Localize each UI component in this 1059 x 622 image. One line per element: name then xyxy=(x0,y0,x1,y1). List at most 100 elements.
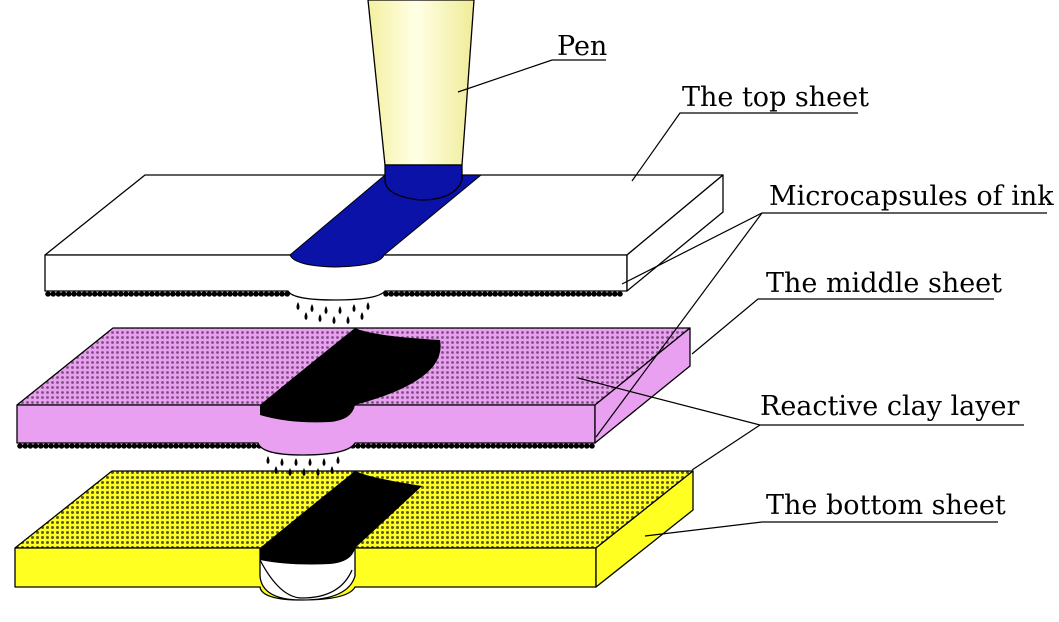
microcapsule xyxy=(578,443,585,449)
microcapsule xyxy=(461,291,467,297)
microcapsule xyxy=(84,443,91,449)
microcapsule xyxy=(149,291,155,297)
microcapsule xyxy=(196,291,202,297)
microcapsule xyxy=(454,443,460,449)
microcapsule xyxy=(459,443,465,449)
microcapsule xyxy=(128,291,134,297)
microcapsule xyxy=(237,291,244,297)
microcapsule xyxy=(565,291,571,297)
microcapsule xyxy=(48,443,54,449)
microcapsule xyxy=(100,443,106,449)
microcapsule xyxy=(466,291,473,297)
microcapsule xyxy=(268,291,275,297)
microcapsule xyxy=(365,443,372,449)
microcapsule xyxy=(511,443,517,449)
microcapsule xyxy=(204,443,210,449)
microcapsule xyxy=(433,443,439,449)
microcapsule xyxy=(43,443,49,449)
microcapsule xyxy=(214,443,221,449)
microcapsule xyxy=(490,443,497,449)
microcapsule xyxy=(430,291,436,297)
microcapsule xyxy=(116,443,122,449)
microcapsule xyxy=(154,291,160,297)
microcapsule xyxy=(112,291,119,297)
microcapsule xyxy=(580,291,587,297)
microcapsule xyxy=(248,291,254,297)
microcapsule xyxy=(152,443,158,449)
microcapsule xyxy=(383,291,389,297)
microcapsule xyxy=(95,443,101,449)
middle-ink-mark xyxy=(260,328,441,405)
microcapsule xyxy=(60,291,67,297)
microcapsule xyxy=(516,443,522,449)
microcapsule xyxy=(188,443,195,449)
microcapsule xyxy=(79,443,86,449)
microcapsule xyxy=(53,443,60,449)
microcapsule xyxy=(388,291,395,297)
microcapsule xyxy=(105,443,112,449)
microcapsule xyxy=(407,443,413,449)
microcapsule xyxy=(497,291,504,297)
microcapsule xyxy=(563,443,569,449)
microcapsule xyxy=(518,291,524,297)
microcapsule xyxy=(76,291,82,297)
microcapsule xyxy=(591,291,597,297)
microcapsule xyxy=(50,291,56,297)
microcapsule xyxy=(144,291,150,297)
microcapsule xyxy=(412,443,419,449)
microcapsule xyxy=(502,291,509,297)
microcapsule xyxy=(523,291,530,297)
microcapsule xyxy=(391,443,398,449)
label-bottom-sheet: The bottom sheet xyxy=(766,490,1006,521)
bottom-ink-mark-front xyxy=(260,548,355,565)
microcapsule xyxy=(81,291,88,297)
ink-drops-upper xyxy=(296,302,370,324)
top-sheet xyxy=(44,174,724,301)
microcapsule xyxy=(612,291,618,297)
microcapsule xyxy=(225,443,231,449)
microcapsule xyxy=(175,291,181,297)
microcapsule xyxy=(138,291,145,297)
middle-microcapsules xyxy=(17,443,595,449)
microcapsule xyxy=(549,291,556,297)
middle-sheet-side-face xyxy=(594,327,691,444)
microcapsule xyxy=(456,291,462,297)
microcapsule xyxy=(568,443,574,449)
microcapsule xyxy=(240,443,247,449)
bottom-sheet-leader xyxy=(644,521,998,537)
microcapsule xyxy=(539,291,545,297)
microcapsule xyxy=(386,443,393,449)
microcapsule xyxy=(537,443,543,449)
microcapsule xyxy=(570,291,576,297)
microcapsule xyxy=(162,443,169,449)
microcapsule xyxy=(474,443,481,449)
microcapsule xyxy=(185,291,192,297)
pen-leader xyxy=(457,59,606,93)
microcapsule xyxy=(513,291,519,297)
microcapsule xyxy=(173,443,179,449)
microcapsule xyxy=(131,443,138,449)
microcapsule xyxy=(508,291,514,297)
microcapsule xyxy=(521,443,528,449)
microcapsule xyxy=(376,443,382,449)
microcapsule xyxy=(180,291,186,297)
microcapsule xyxy=(552,443,559,449)
microcapsule xyxy=(121,443,127,449)
microcapsule xyxy=(424,291,431,297)
microcapsule xyxy=(422,443,429,449)
microcapsule xyxy=(586,291,592,297)
microcapsule xyxy=(404,291,410,297)
microcapsule xyxy=(232,291,238,297)
leader-lines xyxy=(457,59,1047,537)
microcapsule xyxy=(445,291,452,297)
microcapsule xyxy=(279,291,285,297)
microcapsule xyxy=(492,291,499,297)
top-sheet-side-face xyxy=(626,174,724,292)
microcapsule xyxy=(402,443,408,449)
microcapsule xyxy=(258,291,265,297)
microcapsule xyxy=(211,291,218,297)
microcapsule xyxy=(440,291,447,297)
microcapsule xyxy=(274,291,280,297)
microcapsule xyxy=(419,291,426,297)
microcapsule xyxy=(575,291,582,297)
